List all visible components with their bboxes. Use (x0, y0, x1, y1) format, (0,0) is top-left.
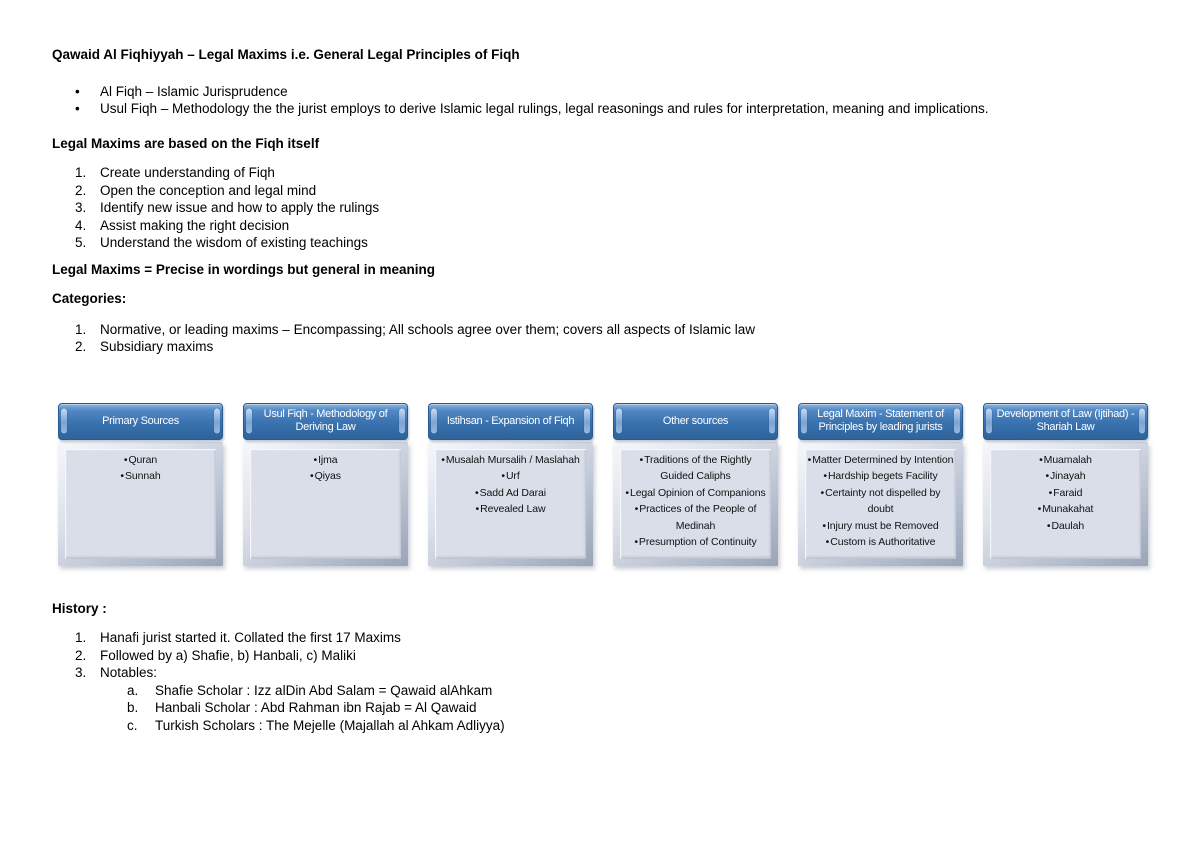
box-item: Jinayah (992, 468, 1139, 485)
box-item: Daulah (992, 518, 1139, 535)
history-numbered-list: Hanafi jurist started it. Collated the f… (52, 629, 1152, 734)
box-item: Hardship begets Facility (807, 468, 954, 485)
numbered-item-text: Notables: (100, 665, 158, 680)
box-item: Revealed Law (437, 501, 584, 518)
numbered-item-text: Followed by a) Shafie, b) Hanbali, c) Ma… (100, 647, 356, 663)
box-header: Primary Sources (58, 402, 223, 440)
box-item: Custom is Authoritative (807, 534, 954, 551)
section-heading-categories: Categories: (52, 291, 127, 306)
box-item: Muamalah (992, 452, 1139, 469)
header-side-tab-left (801, 408, 807, 434)
numbered-item: Notables: Shafie Scholar : Izz alDin Abd… (75, 664, 1152, 735)
box-item: Sunnah (67, 468, 214, 485)
box-item: Presumption of Continuity (622, 534, 769, 551)
box-item-list: QuranSunnah (65, 448, 216, 559)
smartart-box-development-of-law: Development of Law (Ijtihad) - Shariah L… (983, 402, 1148, 566)
box-item: Certainty not dispelled by doubt (807, 485, 954, 518)
bullet-item: Usul Fiqh – Methodology the the jurist e… (75, 100, 1152, 118)
box-item-list: Matter Determined by IntentionHardship b… (805, 448, 956, 559)
smartart-box-legal-maxim: Legal Maxim - Statement of Principles by… (798, 402, 963, 566)
box-item: Traditions of the Rightly Guided Caliphs (622, 452, 769, 485)
header-side-tab-right (399, 408, 405, 434)
box-body: QuranSunnah (58, 441, 223, 566)
box-item-list: IjmaQiyas (250, 448, 401, 559)
document-body: Qawaid Al Fiqhiyyah – Legal Maxims i.e. … (52, 46, 1152, 734)
box-item: Legal Opinion of Companions (622, 485, 769, 502)
box-title: Istihsan - Expansion of Fiqh (446, 414, 575, 427)
box-item-list: Traditions of the Rightly Guided Caliphs… (620, 448, 771, 559)
header-side-tab-right (1139, 408, 1145, 434)
numbered-item: Hanafi jurist started it. Collated the f… (75, 629, 1152, 647)
numbered-item: Assist making the right decision (75, 217, 290, 234)
intro-bullet-list: Al Fiqh – Islamic JurisprudenceUsul Fiqh… (52, 83, 1152, 118)
box-item: Quran (67, 452, 214, 469)
box-item: Faraid (992, 485, 1139, 502)
box-body: Traditions of the Rightly Guided Caliphs… (613, 441, 778, 566)
numbered-item-text: Hanafi jurist started it. Collated the f… (100, 630, 401, 645)
box-title: Usul Fiqh - Methodology of Deriving Law (263, 408, 388, 433)
box-title: Other sources (662, 414, 729, 427)
box-item-list: MuamalahJinayahFaraidMunakahatDaulah (990, 448, 1141, 559)
box-item: Ijma (252, 452, 399, 469)
header-side-tab-right (214, 408, 220, 434)
notables-alpha-list: Shafie Scholar : Izz alDin Abd Salam = Q… (100, 682, 1152, 735)
box-body: Musalah Mursalih / MaslahahUrfSadd Ad Da… (428, 441, 593, 566)
section-heading-history: History : (52, 600, 107, 616)
box-item: Qiyas (252, 468, 399, 485)
box-title: Primary Sources (102, 414, 179, 427)
numbered-item: Normative, or leading maxims – Encompass… (75, 321, 756, 338)
box-item: Matter Determined by Intention (807, 452, 954, 469)
box-body: Matter Determined by IntentionHardship b… (798, 441, 963, 566)
header-side-tab-left (246, 408, 252, 434)
box-header: Usul Fiqh - Methodology of Deriving Law (243, 402, 408, 440)
section-heading-fiqh: Legal Maxims are based on the Fiqh itsel… (52, 135, 320, 151)
header-side-tab-left (431, 408, 437, 434)
box-item: Injury must be Removed (807, 518, 954, 535)
smartart-box-primary-sources: Primary Sources QuranSunnah (58, 402, 223, 566)
smartart-box-other-sources: Other sources Traditions of the Rightly … (613, 402, 778, 566)
smartart-box-usul-fiqh: Usul Fiqh - Methodology of Deriving Law … (243, 402, 408, 566)
box-title: Legal Maxim - Statement of Principles by… (817, 408, 944, 433)
box-item: Musalah Mursalih / Maslahah (437, 452, 584, 469)
box-item: Urf (437, 468, 584, 485)
box-item: Munakahat (992, 501, 1139, 518)
smartart-diagram: Primary Sources QuranSunnah Usul Fiqh - … (58, 402, 1152, 566)
alpha-item: Shafie Scholar : Izz alDin Abd Salam = Q… (127, 682, 493, 699)
box-item: Sadd Ad Darai (437, 485, 584, 502)
smartart-box-istihsan: Istihsan - Expansion of Fiqh Musalah Mur… (428, 402, 593, 566)
header-side-tab-left (61, 408, 67, 434)
header-side-tab-right (584, 408, 590, 434)
box-body: IjmaQiyas (243, 441, 408, 566)
box-header: Istihsan - Expansion of Fiqh (428, 402, 593, 440)
numbered-item: Create understanding of Fiqh (75, 164, 275, 181)
bullet-item: Al Fiqh – Islamic Jurisprudence (75, 83, 1152, 101)
categories-numbered-list: Normative, or leading maxims – Encompass… (52, 321, 1152, 356)
alpha-item: Turkish Scholars : The Mejelle (Majallah… (127, 717, 505, 734)
alpha-item: Hanbali Scholar : Abd Rahman ibn Rajab =… (127, 699, 477, 716)
header-side-tab-left (986, 408, 992, 434)
header-side-tab-right (954, 408, 960, 434)
header-side-tab-right (769, 408, 775, 434)
box-body: MuamalahJinayahFaraidMunakahatDaulah (983, 441, 1148, 566)
numbered-item: Subsidiary maxims (75, 338, 214, 355)
numbered-item: Identify new issue and how to apply the … (75, 199, 380, 216)
box-item-list: Musalah Mursalih / MaslahahUrfSadd Ad Da… (435, 448, 586, 559)
box-header: Other sources (613, 402, 778, 440)
numbered-item: Understand the wisdom of existing teachi… (75, 234, 368, 251)
box-header: Development of Law (Ijtihad) - Shariah L… (983, 402, 1148, 440)
numbered-item: Followed by a) Shafie, b) Hanbali, c) Ma… (75, 647, 1152, 665)
numbered-item: Open the conception and legal mind (75, 182, 317, 199)
header-side-tab-left (616, 408, 622, 434)
section-heading-maxims: Legal Maxims = Precise in wordings but g… (52, 261, 435, 277)
page-title: Qawaid Al Fiqhiyyah – Legal Maxims i.e. … (52, 47, 520, 62)
box-header: Legal Maxim - Statement of Principles by… (798, 402, 963, 440)
box-title: Development of Law (Ijtihad) - Shariah L… (996, 408, 1135, 433)
box-item: Practices of the People of Medinah (622, 501, 769, 534)
